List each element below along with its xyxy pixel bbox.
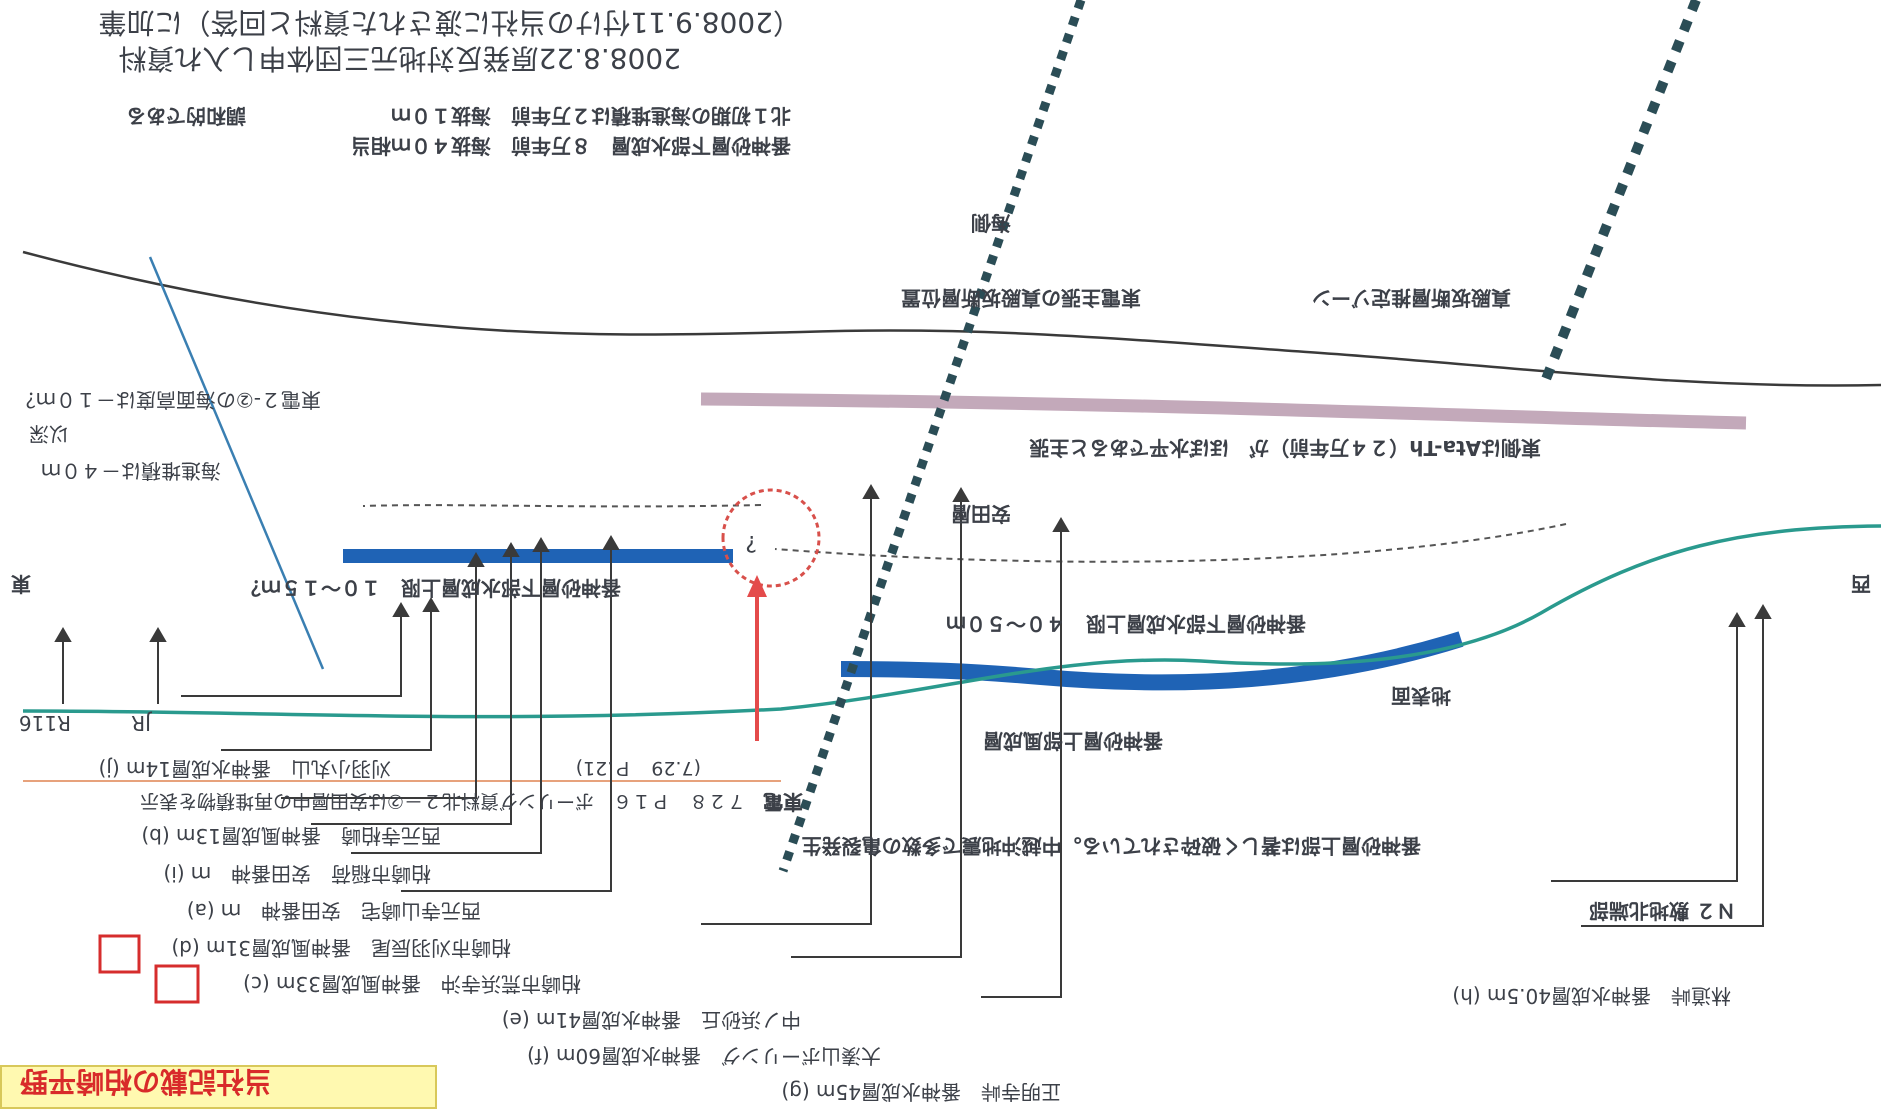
top-note-2: 北１初期の海進堆積は２万年前 海抜１０ｍ	[391, 104, 791, 128]
direction-west-label: 西	[1851, 572, 1871, 596]
borehole-e: 中ノ浜砂丘 番神水成層41m (e)	[502, 1008, 801, 1032]
borehole-jr: JR	[131, 711, 153, 735]
top-note-1: 番神砂層下部水成層 ８万年前 海抜４０ｍ相当	[351, 134, 792, 158]
boring-row: 東電 ７２８ Ｐ１６ ボーリング資料北２－②は安田層中の再堆積物を表示	[140, 790, 803, 812]
annotation-note-box: 当社記載の柏崎平野	[0, 1065, 437, 1109]
red-arrow-head	[747, 575, 767, 597]
callout-box-c	[154, 964, 200, 1004]
borehole-g: 正明寺峠 番神水成層45m (g)	[781, 1080, 1061, 1104]
upper-limit-line-west	[840, 631, 1464, 691]
top-note-2b: 調和的である	[126, 104, 246, 128]
blue-diagonal-line	[148, 256, 325, 670]
east-note-2: 以深	[29, 422, 69, 446]
yasuda-upper-dash	[774, 523, 1567, 563]
borehole-j: 刈羽小丸山 番神水成層14m (j)	[99, 757, 391, 781]
borehole-b: 西元寺柏崎 番神風成層13m (b)	[141, 824, 441, 848]
sea-side-label: 海側	[971, 211, 1011, 235]
aira-tn-label: 東側はAta-Th（２４万年前）が ほぼ水平であると主張	[1028, 436, 1541, 460]
ground-surface-line	[22, 250, 1881, 387]
east-note-3: 海進堆積は－４０ｍ	[41, 459, 221, 483]
title-line-1: 2008.8.22原発反対地元三団体申し入れ資料	[118, 42, 681, 75]
annotation-note-text: 当社記載の柏崎平野	[20, 1065, 273, 1098]
borehole-arrows	[54, 484, 1772, 998]
borehole-f: 大湊山ボーリング 番神水成層60m (f)	[527, 1044, 881, 1068]
direction-east-label: 東	[11, 572, 31, 596]
borehole-r116: R116	[19, 711, 71, 735]
upper-limit-east-label: 番神砂層下部水成層上限 １０～１５ｍ？	[241, 576, 622, 600]
teal-base-line	[22, 524, 1881, 719]
ground-surface-label: 地表面	[1391, 684, 1451, 708]
aira-band	[700, 392, 1747, 430]
fault-dotted-line-2	[1541, 0, 1701, 381]
fault-zone-west: 真殿坂断層推定ゾーン	[1312, 286, 1511, 310]
callout-box-d	[98, 934, 141, 974]
red-arrow-label: 東電	[763, 790, 803, 814]
banjin-upper-label: 番神砂層上部風成層	[983, 729, 1164, 753]
yasuda-lower-dash	[362, 504, 762, 508]
borehole-i: 柏崎市稲荷 安田番神 ｍ (i)	[163, 862, 431, 886]
borehole-h: 林道峠 番神水成層40.5m (h)	[1452, 984, 1731, 1008]
deformation-note: 番神砂層上部は著しく破砕されている。中越沖地震で多数の亀裂発生	[802, 834, 1422, 858]
highlight-circle	[721, 488, 821, 588]
borehole-c: 柏崎市荒浜寺沖 番神風成層33m (c)	[243, 972, 581, 996]
fault-position-east: 東電主張の真殿坂断層位置	[901, 286, 1141, 310]
boring-row-2: (7.29 Ｐ.21)	[576, 757, 701, 779]
n2-label: Ｎ２ 敷地北端部	[1589, 899, 1736, 923]
upper-limit-west-label: 番神砂層下部水成層上限 ４０～５０ｍ	[946, 612, 1307, 636]
east-note-1: 東電２-②の海面高度は－１０ｍ？	[16, 388, 321, 412]
circle-question-mark: ?	[745, 530, 757, 555]
borehole-a: 西元寺山崎宅 安田番神 ｍ (a)	[187, 899, 481, 923]
borehole-d: 柏崎市刈羽辰尾 番神風成層31m (d)	[171, 936, 511, 960]
yasuda-layer-label: 安田層	[951, 502, 1011, 526]
title-line-2: （2008.9.11付けの当社に渡された資料と回答）に加筆	[98, 6, 801, 39]
